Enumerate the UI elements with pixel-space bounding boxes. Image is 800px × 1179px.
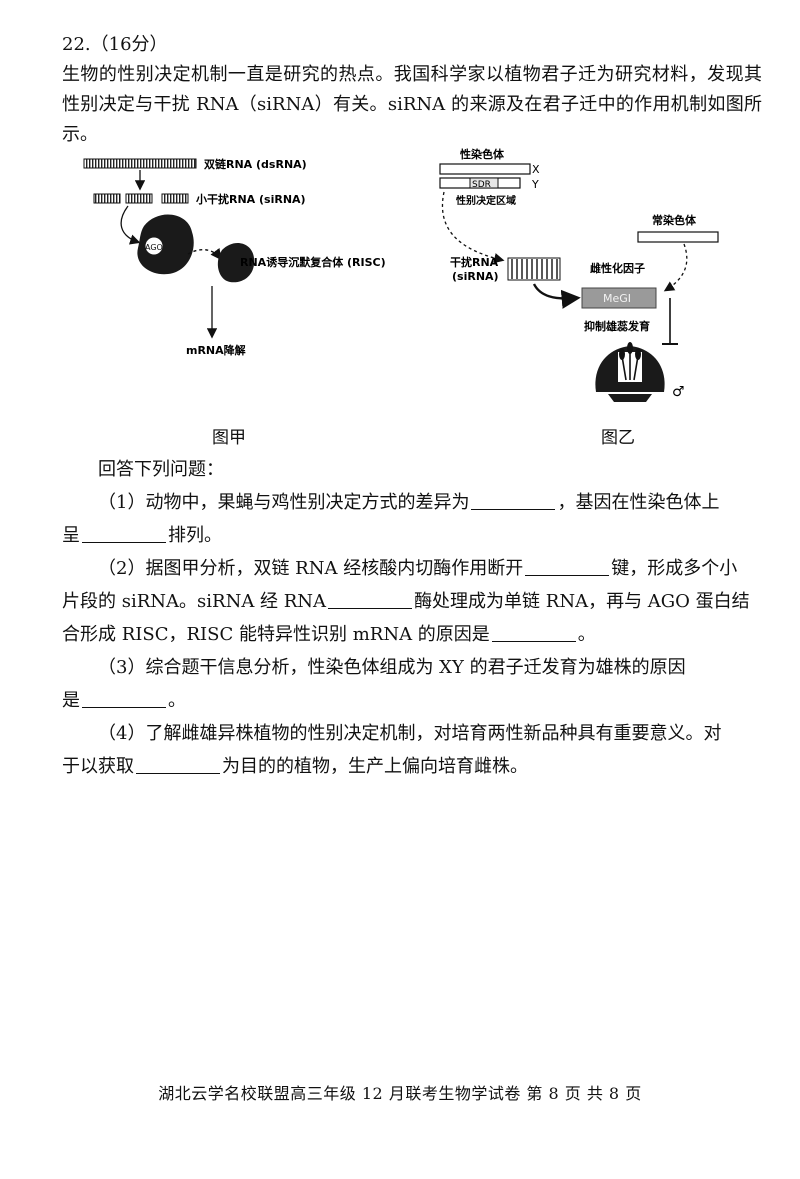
megi-label: MeGI	[603, 292, 631, 305]
question-2-line-2: 片段的 siRNA。siRNA 经 RNA 酶处理成为单链 RNA，再与 AGO …	[62, 585, 764, 618]
sirna-fragment	[125, 193, 153, 204]
q3-text: （3）综合题干信息分析，性染色体组成为 XY 的君子迁发育为雄株的原因	[98, 657, 686, 678]
risc-label: RNA诱导沉默复合体 (RISC)	[240, 255, 386, 269]
figure-jia: 双链RNA (dsRNA) 小干扰RNA (siRNA) AGO RNA诱导沉默…	[80, 150, 410, 390]
q2-text: 。	[577, 624, 596, 645]
answer-blank[interactable]	[525, 557, 610, 576]
figure-yi-diagram: 性染色体 X SDR Y 性别决定区域 常染色体 干扰RNA (siRNA)	[439, 147, 719, 402]
q2-text: 片段的 siRNA。siRNA 经 RNA	[62, 591, 327, 612]
page-footer: 湖北云学名校联盟高三年级 12 月联考生物学试卷 第 8 页 共 8 页	[158, 1084, 642, 1103]
answer-blank[interactable]	[82, 689, 166, 708]
question-intro: 生物的性别决定机制一直是研究的热点。我国科学家以植物君子迁为研究材料，发现其性别…	[62, 64, 762, 145]
sdr-label: SDR	[472, 180, 491, 190]
autosome	[637, 231, 719, 243]
sirna-label: 小干扰RNA (siRNA)	[195, 192, 306, 206]
answer-blank[interactable]	[136, 755, 220, 774]
sex-chrom-label: 性染色体	[460, 147, 505, 161]
q2-text: 键，形成多个小	[611, 558, 738, 579]
question-3-line-2: 是。	[62, 684, 764, 717]
male-symbol: ♂	[672, 384, 685, 400]
q1-text: ，基因在性染色体上	[557, 492, 720, 513]
q4-text: 为目的的植物，生产上偏向培育雌株。	[222, 756, 528, 777]
autosome-label: 常染色体	[652, 213, 697, 227]
y-label: Y	[531, 178, 539, 191]
question-1-line-2: 呈 排列。	[62, 519, 764, 552]
sirna-duplex	[507, 257, 561, 281]
inhibit-label: 抑制雄蕊发育	[584, 319, 650, 333]
x-chromosome	[439, 163, 531, 175]
sirna-label-2: (siRNA)	[452, 270, 499, 283]
megi-box	[581, 287, 657, 309]
ago-protein	[137, 214, 194, 275]
sirna-label-1: 干扰RNA	[450, 255, 499, 269]
sirna-fragment	[93, 193, 121, 204]
question-2-line-3: 合形成 RISC，RISC 能特异性识别 mRNA 的原因是 。	[62, 618, 764, 651]
question-2-line-1: （2）据图甲分析，双链 RNA 经核酸内切酶作用断开 键，形成多个小	[62, 552, 764, 585]
question-1-line-1: （1）动物中，果蝇与鸡性别决定方式的差异为 ，基因在性染色体上	[62, 486, 764, 519]
sirna-fragment	[161, 193, 189, 204]
q4-text: 于以获取	[62, 756, 134, 777]
answer-blank[interactable]	[82, 524, 166, 543]
figure-jia-diagram: 双链RNA (dsRNA) 小干扰RNA (siRNA) AGO RNA诱导沉默…	[83, 157, 386, 357]
answer-blank[interactable]	[491, 623, 576, 642]
female-factor-label: 雌性化因子	[590, 261, 645, 275]
q1-text: 排列。	[168, 525, 222, 546]
sdr-region	[469, 177, 499, 189]
question-4-line-1: （4）了解雌雄异株植物的性别决定机制，对培育两性新品种具有重要意义。对	[62, 717, 764, 750]
question-3-line-1: （3）综合题干信息分析，性染色体组成为 XY 的君子迁发育为雄株的原因	[62, 651, 764, 684]
answer-blank[interactable]	[328, 590, 413, 609]
mrna-degrade-label: mRNA降解	[186, 343, 246, 357]
answer-blank[interactable]	[471, 491, 556, 510]
q1-text: （1）动物中，果蝇与鸡性别决定方式的差异为	[98, 492, 470, 513]
x-label: X	[532, 163, 540, 176]
questions: 回答下列问题： （1）动物中，果蝇与鸡性别决定方式的差异为 ，基因在性染色体上 呈…	[62, 453, 764, 783]
q1-text: 呈	[62, 525, 80, 546]
risc-complex	[217, 243, 255, 283]
male-flower-icon	[595, 342, 665, 402]
dsrna-label: 双链RNA (dsRNA)	[204, 157, 307, 171]
q2-text: 酶处理成为单链 RNA，再与 AGO 蛋白结	[414, 591, 750, 612]
dsrna-strand	[83, 158, 197, 169]
q4-text: （4）了解雌雄异株植物的性别决定机制，对培育两性新品种具有重要意义。对	[98, 723, 722, 744]
figure-yi-caption: 图乙	[601, 428, 635, 448]
figure-yi: 性染色体 X SDR Y 性别决定区域 常染色体 干扰RNA (siRNA)	[430, 140, 730, 410]
q2-text: （2）据图甲分析，双链 RNA 经核酸内切酶作用断开	[98, 558, 524, 579]
q3-text: 。	[168, 690, 186, 711]
q3-text: 是	[62, 690, 80, 711]
answers-intro: 回答下列问题：	[98, 459, 224, 480]
question-number: 22.（16分）	[62, 34, 168, 55]
sdr-name-label: 性别决定区域	[455, 194, 516, 207]
question-4-line-2: 于以获取 为目的的植物，生产上偏向培育雌株。	[62, 750, 764, 783]
ago-label: AGO	[145, 243, 163, 252]
figure-jia-caption: 图甲	[212, 428, 246, 448]
q2-text: 合形成 RISC，RISC 能特异性识别 mRNA 的原因是	[62, 624, 490, 645]
